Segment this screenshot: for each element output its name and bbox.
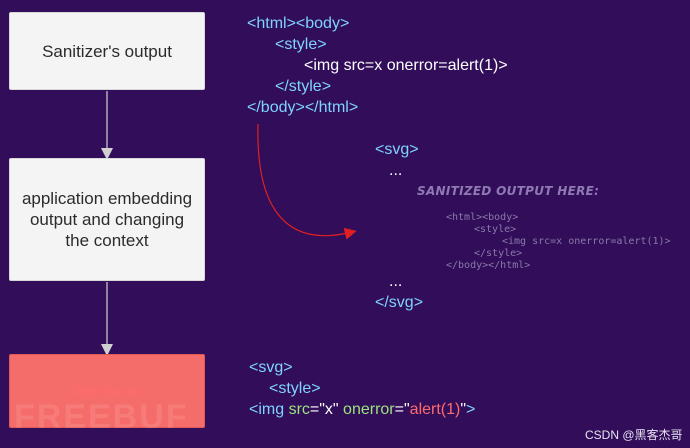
sanitized-output-heading: SANITIZED OUTPUT HERE: — [417, 184, 600, 198]
middle-dots-top: ... — [389, 162, 403, 179]
middle-dots-bottom: ... — [389, 273, 403, 290]
img-tag-close: > — [466, 401, 476, 418]
csdn-watermark: CSDN @黑客杰哥 — [585, 428, 683, 442]
onerror-equals: = — [394, 401, 404, 418]
sanitizer-output-label: Sanitizer's output — [42, 41, 172, 61]
alert-value: alert(1) — [409, 401, 461, 418]
onerror-attribute: onerror — [338, 401, 395, 418]
application-label: application embedding output and changin… — [21, 189, 193, 250]
src-attribute: src — [288, 401, 310, 418]
sanitizer-output-box: Sanitizer's output — [9, 12, 205, 90]
top-code-line-5: </body></html> — [247, 99, 359, 116]
mini-code-line-4: </style> — [474, 248, 523, 259]
top-code-line-4: </style> — [275, 78, 332, 95]
top-code-line-1: <html><body> — [247, 15, 350, 32]
bottom-svg-open: <svg> — [249, 359, 293, 376]
src-value: "x" — [319, 401, 339, 418]
img-tag-open: <img — [249, 401, 289, 418]
mini-code-line-1: <html><body> — [446, 212, 519, 223]
context-change-arrow — [257, 123, 357, 240]
bottom-style-open: <style> — [269, 380, 321, 397]
application-box: application embedding output and changin… — [9, 158, 205, 281]
middle-svg-open: <svg> — [375, 141, 419, 158]
middle-svg-close: </svg> — [375, 294, 424, 311]
top-code-line-3: <img src=x onerror=alert(1)> — [304, 57, 508, 74]
freebuf-logo: FREEBUF — [14, 398, 189, 436]
onerror-open-quote: " — [403, 401, 410, 418]
renderer-box: Renderer — [9, 354, 205, 428]
onerror-close-quote: " — [460, 401, 467, 418]
src-equals: = — [309, 401, 320, 418]
renderer-label: Renderer — [71, 381, 143, 401]
bottom-img-line: <img src="x" onerror="alert(1)"> — [249, 399, 475, 420]
mini-code-line-5: </body></html> — [446, 260, 531, 271]
mini-code-line-3: <img src=x onerror=alert(1)> — [502, 236, 671, 247]
top-code-line-2: <style> — [275, 36, 327, 53]
mini-code-line-2: <style> — [474, 224, 517, 235]
